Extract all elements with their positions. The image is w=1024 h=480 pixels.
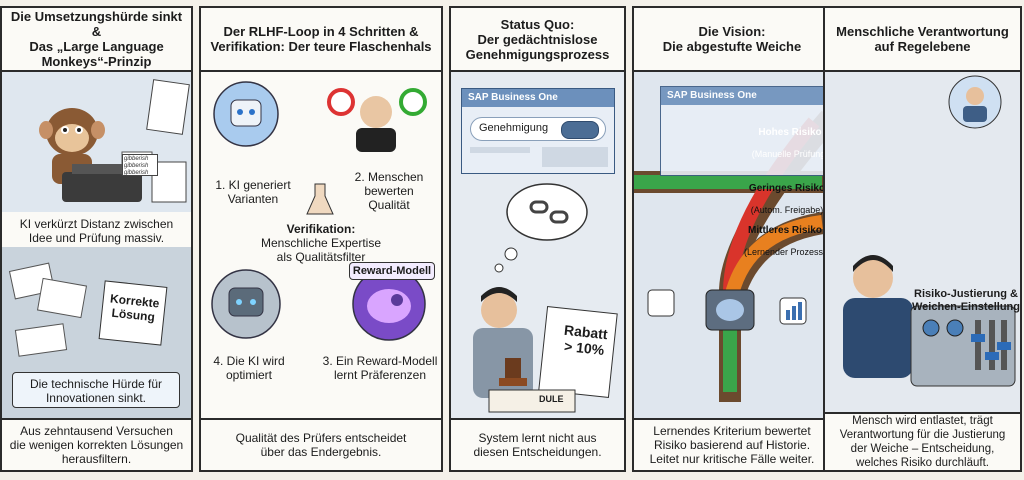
panel-4-footer: Lernendes Kriterium bewertet Risiko basi…: [634, 418, 830, 470]
reward-model-label: Reward-Modell: [349, 262, 435, 280]
panel-1-title: Die Umsetzungshürde sinkt & Das „Large L…: [2, 8, 191, 72]
panel-5: Menschliche Verantwortung auf Regelebene…: [823, 6, 1022, 472]
panel-4-title: Die Vision: Die abgestufte Weiche: [634, 8, 830, 72]
route-mid-sub: (Lernender Prozess): [743, 247, 827, 257]
panel-1-art: gibberish gibberish gibberish KI verkürz…: [2, 72, 191, 418]
approval-toggle[interactable]: [561, 121, 599, 139]
route-high-label: Hohes Risiko: [758, 127, 822, 138]
panel-2-art: 1. KI generiert Varianten 2. Menschen be…: [201, 72, 441, 418]
panel-2-footer: Qualität des Prüfers entscheidet über da…: [201, 418, 441, 470]
step-3-label: 3. Ein Reward-Modell lernt Präferenzen: [322, 354, 438, 382]
correct-solution-paper: Korrekte Lösung: [109, 291, 161, 325]
panel-2-title: Der RLHF-Loop in 4 Schritten & Verifikat…: [201, 8, 441, 72]
monkey-typewriter-illustration: [2, 72, 191, 418]
verification-text: Menschliche Expertise als Qualitätsfilte…: [260, 236, 382, 264]
panel-3-footer: System lernt nicht aus diesen Entscheidu…: [451, 418, 624, 470]
step-2-label: 2. Menschen bewerten Qualität: [354, 170, 424, 212]
verification-title: Verifikation:: [286, 222, 356, 236]
panel-1: Die Umsetzungshürde sinkt & Das „Large L…: [0, 6, 193, 472]
route-high-risk: Hohes Risiko (Manuelle Prüfung): [750, 116, 830, 171]
panel-3-title: Status Quo: Der gedächtnislose Genehmigu…: [451, 8, 624, 72]
discount-document-text: Rabatt > 10%: [563, 321, 609, 359]
panel-1-caption-mid: Die technische Hürde für Innovationen si…: [12, 372, 180, 408]
rlhf-loop-illustration: [211, 81, 427, 341]
sap-window: SAP Business One Genehmigung: [461, 88, 615, 174]
panel-5-title: Menschliche Verantwortung auf Regelebene: [825, 8, 1020, 72]
route-high-sub: (Manuelle Prüfung): [751, 149, 829, 159]
panel-3: Status Quo: Der gedächtnislose Genehmigu…: [449, 6, 626, 472]
panel-3-art: SAP Business One Genehmigung Rabatt > 10…: [451, 72, 624, 418]
sap-window-vision-title: SAP Business One: [661, 87, 825, 105]
panel-4: Die Vision: Die abgestufte Weiche SAP Bu…: [632, 6, 832, 472]
approval-label: Genehmigung: [479, 122, 549, 134]
step-4-label: 4. Die KI wird optimiert: [213, 354, 285, 382]
route-mid-label: Mittleres Risiko: [748, 225, 822, 236]
panel-1-caption-top: KI verkürzt Distanz zwischen Idee und Pr…: [19, 217, 174, 245]
route-low-risk: Geringes Risiko (Autom. Freigabe): [744, 172, 830, 227]
panel-2: Der RLHF-Loop in 4 Schritten & Verifikat…: [199, 6, 443, 472]
panel-5-art: Risiko-Justierung & Weichen-Einstellung: [825, 72, 1020, 418]
gibberish-paper: gibberish gibberish gibberish: [122, 154, 158, 176]
sap-window-title: SAP Business One: [462, 89, 614, 107]
route-low-label: Geringes Risiko: [748, 183, 826, 194]
approval-field: Genehmigung: [470, 117, 606, 141]
route-low-sub: (Autom. Freigabe): [750, 205, 824, 215]
route-mid-risk: Mittleres Risiko (Lernender Prozess): [740, 214, 830, 269]
panel-4-art: SAP Business One Hohes Risiko (Manuelle …: [634, 72, 830, 418]
panel-1-footer: Aus zehntausend Versuchen die wenigen ko…: [2, 418, 191, 470]
book-label: DULE: [539, 394, 564, 404]
step-1-label: 1. KI generiert Varianten: [215, 178, 291, 206]
human-responsibility-illustration: [825, 72, 1020, 418]
panel-5-footer: Mensch wird entlastet, trägt Verantwortu…: [825, 412, 1020, 470]
risk-adjustment-label: Risiko-Justierung & Weichen-Einstellung: [912, 288, 1020, 313]
